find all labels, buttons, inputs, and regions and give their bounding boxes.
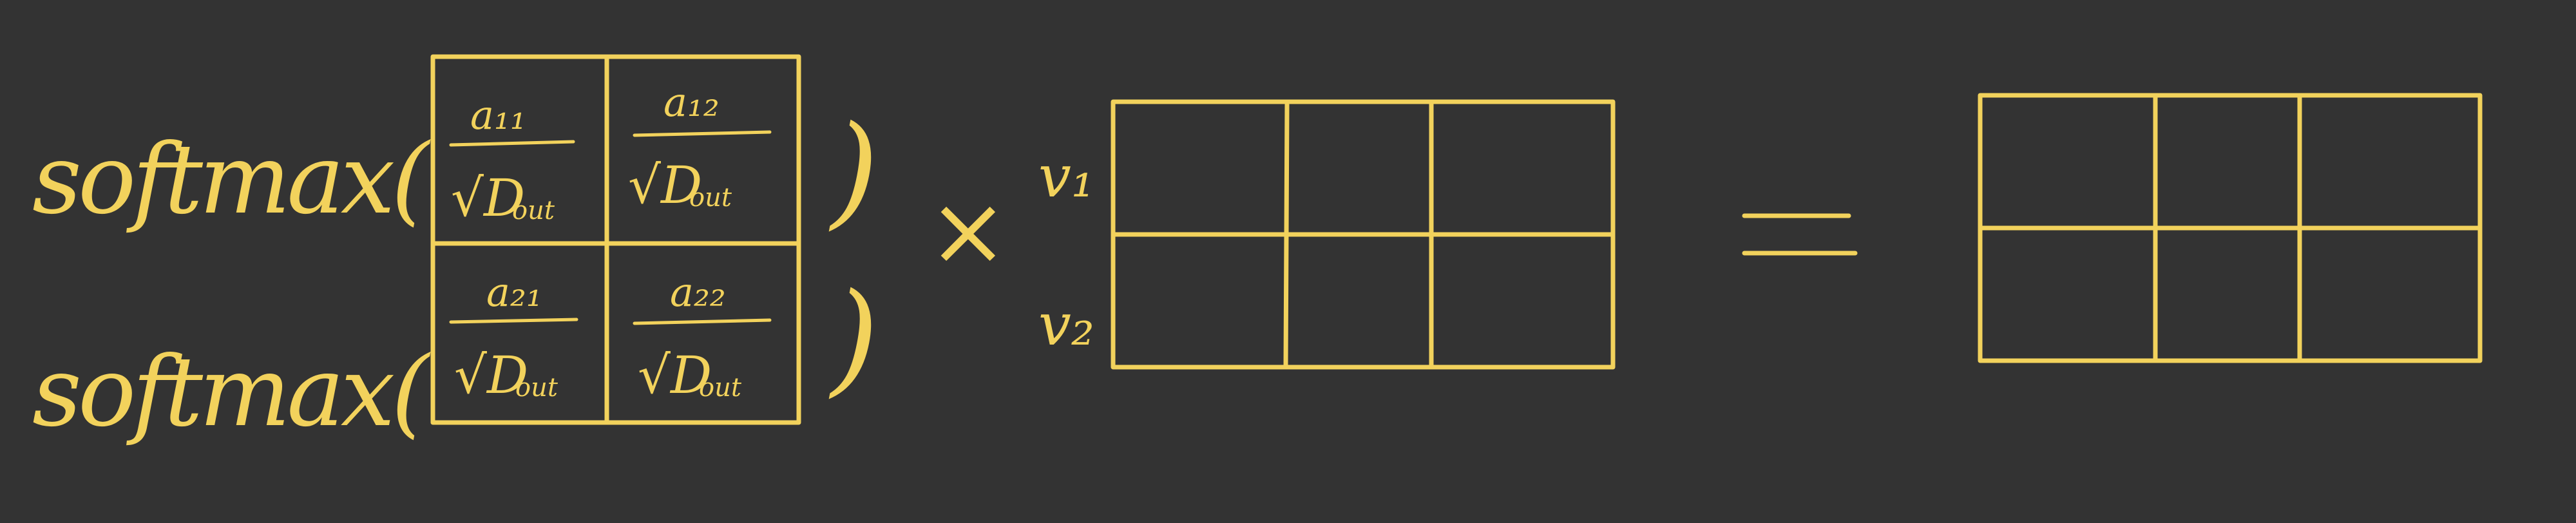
times-operator: × xyxy=(928,175,1009,287)
fraction-bar xyxy=(449,140,575,147)
denominator-sqrt-d: √D xyxy=(454,345,528,405)
softmax-label-row2: softmax( xyxy=(32,336,431,448)
value-matrix xyxy=(1111,99,1616,370)
fraction-bar xyxy=(449,318,578,324)
denominator-subscript: out xyxy=(699,373,742,403)
value-row-label-v2: v₂ xyxy=(1038,291,1094,359)
numerator-a12: a₁₂ xyxy=(663,79,720,126)
score-cell-21: a₂₁ √D out xyxy=(449,269,578,405)
denominator-sqrt-d: √D xyxy=(638,345,712,405)
softmax-label-row1: softmax( xyxy=(32,124,431,236)
numerator-a22: a₂₂ xyxy=(670,269,726,316)
denominator-subscript: out xyxy=(689,183,732,213)
fraction-bar xyxy=(633,318,772,325)
denominator-sqrt-d: √D xyxy=(451,168,525,228)
fraction-bar xyxy=(633,130,772,137)
score-cell-11: a₁₁ √D out xyxy=(449,91,575,228)
close-paren-row1: ) xyxy=(828,99,879,242)
score-cell-12: a₁₂ √D out xyxy=(628,79,772,215)
score-matrix-border xyxy=(430,54,801,425)
score-matrix: a₁₁ √D out a₁₂ √D out a₂₁ √D out a₂₂ √D … xyxy=(430,54,801,425)
equals-operator: = xyxy=(1742,213,1858,256)
close-paren-row2: ) xyxy=(828,267,879,409)
result-matrix xyxy=(1978,93,2483,363)
numerator-a11: a₁₁ xyxy=(470,91,526,138)
numerator-a21: a₂₁ xyxy=(486,269,542,316)
score-cell-22: a₂₂ √D out xyxy=(633,269,772,405)
value-row-label-v1: v₁ xyxy=(1038,143,1094,211)
denominator-sqrt-d: √D xyxy=(628,155,702,215)
denominator-subscript: out xyxy=(515,373,558,403)
denominator-subscript: out xyxy=(512,196,555,225)
